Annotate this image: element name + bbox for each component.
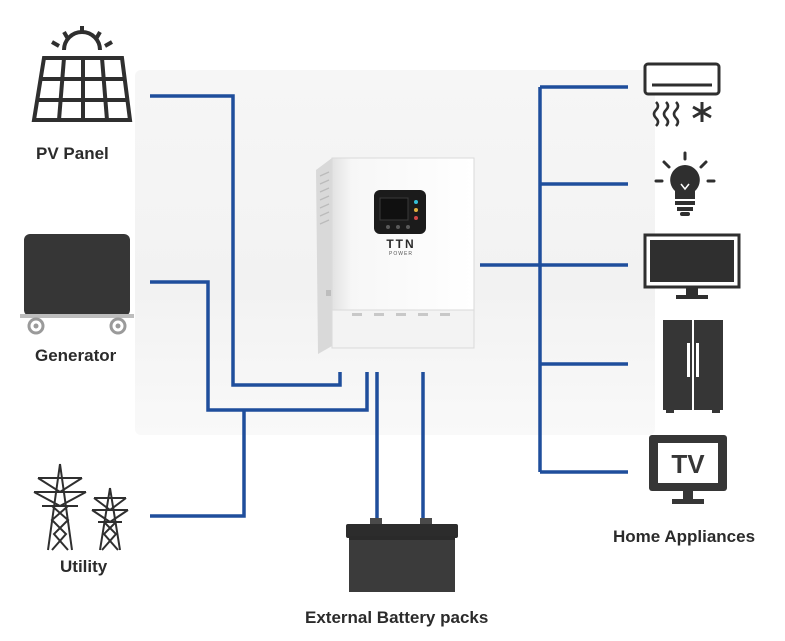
home-appliances-label: Home Appliances: [613, 527, 756, 546]
air-conditioner-icon: [643, 62, 721, 127]
light-bulb-icon: [654, 151, 716, 216]
inverter-brand: TTN: [386, 237, 416, 251]
inverter-subbrand: POWER: [389, 251, 413, 257]
power-tower-icon: [33, 463, 129, 551]
generator-icon: [20, 234, 134, 335]
solar-panel-icon: [31, 26, 133, 122]
monitor-icon: [643, 233, 741, 299]
inverter-icon: [316, 157, 475, 354]
generator-label: Generator: [35, 346, 117, 365]
pv-wire: [150, 94, 342, 387]
pv-panel-label: PV Panel: [36, 144, 109, 163]
utility-wire: [150, 410, 246, 518]
tv-screen-text: TV: [671, 449, 705, 479]
refrigerator-icon: [663, 320, 723, 413]
television-icon: [649, 435, 727, 504]
utility-label: Utility: [60, 557, 108, 576]
battery-icon: [346, 518, 458, 592]
generator-wire: [150, 280, 369, 412]
battery-label: External Battery packs: [305, 608, 489, 627]
